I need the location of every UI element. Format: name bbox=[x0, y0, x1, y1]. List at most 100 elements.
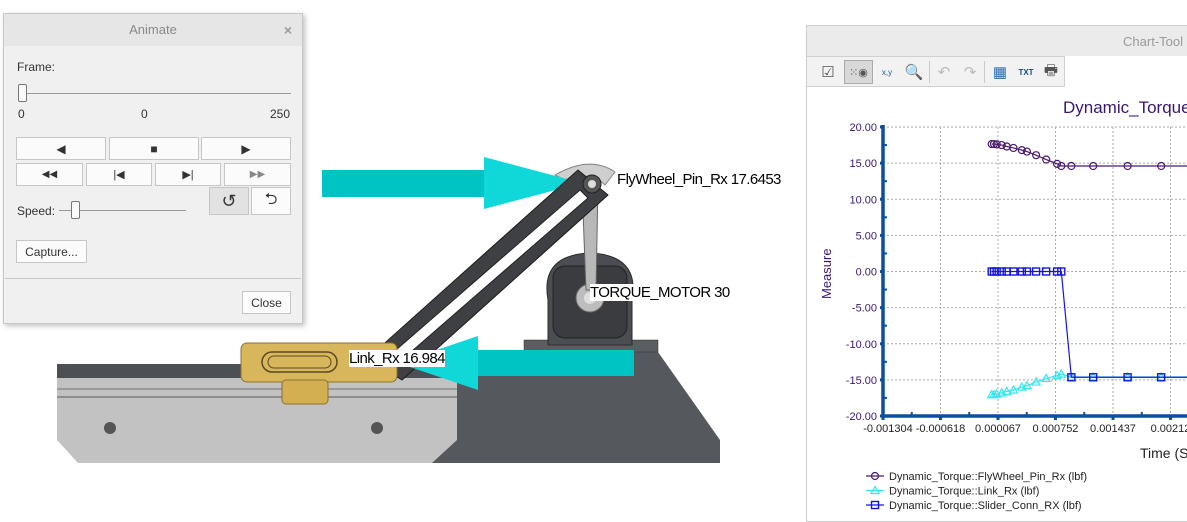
torque-motor-label: TORQUE_MOTOR 30 bbox=[590, 284, 730, 301]
y-tick-label: 15.00 bbox=[849, 158, 877, 170]
frame-slider-thumb[interactable] bbox=[18, 84, 27, 102]
data-point bbox=[1017, 146, 1026, 155]
data-point bbox=[1088, 373, 1098, 382]
legend-marker bbox=[869, 485, 881, 495]
close-button[interactable]: Close bbox=[242, 291, 291, 314]
rewind-button[interactable]: ◀◀ bbox=[16, 163, 83, 186]
redo-icon[interactable]: ↷ bbox=[963, 64, 977, 81]
flywheel-force-label: FlyWheel_Pin_Rx 17.6453 bbox=[617, 171, 781, 188]
chart-tool-window: Chart-Tool ☑ ⁙◉ x,y 🔍 ↶ ↷ ▦ TXT 🖶 bbox=[806, 25, 1187, 522]
data-point bbox=[1009, 143, 1018, 153]
data-point bbox=[1041, 373, 1052, 383]
legend-entry: Dynamic_Torque::Slider_Conn_RX (lbf) bbox=[889, 500, 1082, 512]
x-tick-label: -0.000618 bbox=[916, 423, 966, 435]
x-tick-label: 0.001437 bbox=[1090, 423, 1136, 435]
y-tick-label: -10.00 bbox=[846, 339, 877, 351]
speed-slider-track[interactable] bbox=[59, 210, 186, 211]
base-frame bbox=[57, 352, 720, 463]
fast-forward-button[interactable]: ▶▶ bbox=[224, 163, 291, 186]
data-point bbox=[1008, 384, 1019, 394]
legend-entry: Dynamic_Torque::FlyWheel_Pin_Rx (lbf) bbox=[889, 471, 1087, 483]
y-axis-label: Measure bbox=[819, 248, 834, 299]
data-point bbox=[1067, 161, 1076, 171]
data-point bbox=[1157, 161, 1166, 171]
data-point bbox=[989, 139, 999, 149]
connecting-link bbox=[367, 169, 609, 381]
x-tick-label: 0.000067 bbox=[975, 423, 1021, 435]
speed-slider-thumb[interactable] bbox=[71, 201, 80, 219]
y-tick-label: 20.00 bbox=[849, 122, 877, 134]
cyan-force-arrow-top bbox=[322, 157, 582, 209]
frame-max: 250 bbox=[270, 107, 291, 121]
x-tick-label: -0.001304 bbox=[863, 423, 913, 435]
undo-icon[interactable]: ↶ bbox=[937, 64, 951, 81]
legend-marker bbox=[870, 471, 880, 481]
toolbar-separator bbox=[984, 61, 985, 83]
close-icon[interactable]: × bbox=[283, 22, 292, 38]
chart-plot[interactable]: 20.0015.0010.005.000.00-5.00-10.00-15.00… bbox=[806, 85, 1187, 522]
data-point bbox=[988, 389, 1000, 399]
data-point bbox=[1041, 267, 1051, 276]
data-point bbox=[1022, 267, 1032, 276]
series-square bbox=[987, 267, 1187, 382]
table-icon[interactable]: ▦ bbox=[992, 64, 1008, 81]
play-forward-button[interactable]: ▶ bbox=[201, 137, 291, 160]
legend-marker bbox=[870, 500, 880, 510]
dialog-title: Animate bbox=[4, 14, 302, 46]
data-point bbox=[1001, 386, 1012, 396]
xy-readout-icon[interactable]: x,y bbox=[881, 67, 893, 77]
export-txt-icon[interactable]: TXT bbox=[1018, 67, 1034, 77]
chart-toolbar: ☑ ⁙◉ x,y 🔍 ↶ ↷ ▦ TXT 🖶 bbox=[807, 56, 1065, 87]
toolbar-separator bbox=[929, 61, 930, 83]
zoom-icon[interactable]: 🔍 bbox=[904, 64, 924, 81]
y-tick-label: 5.00 bbox=[856, 230, 877, 242]
x-tick-label: 0.00212 bbox=[1151, 423, 1187, 435]
grid bbox=[883, 126, 1187, 416]
loop-button[interactable]: ↺ bbox=[209, 187, 249, 215]
data-point bbox=[1057, 161, 1066, 171]
data-point bbox=[1123, 373, 1132, 382]
print-icon[interactable]: 🖶 bbox=[1043, 61, 1059, 79]
data-point bbox=[1156, 371, 1167, 381]
data-point bbox=[987, 139, 996, 149]
legend-entry: Dynamic_Torque::Link_Rx (lbf) bbox=[889, 486, 1039, 498]
data-point bbox=[1066, 371, 1077, 381]
frame-min: 0 bbox=[18, 107, 25, 121]
data-point bbox=[1123, 161, 1132, 171]
data-point bbox=[1031, 267, 1041, 276]
data-point bbox=[992, 267, 1001, 276]
data-point bbox=[1088, 371, 1099, 381]
grid-toggle-icon[interactable]: ⁙◉ bbox=[844, 60, 873, 84]
data-point bbox=[1067, 373, 1076, 382]
animate-dialog: Animate × Frame: 0 0 250 ◀ ■ ▶ ◀◀ |◀ ▶| … bbox=[3, 13, 303, 324]
data-point bbox=[1009, 267, 1018, 276]
data-point bbox=[1089, 161, 1098, 171]
frame-label: Frame: bbox=[17, 60, 56, 74]
data-point bbox=[997, 267, 1006, 276]
data-point bbox=[1021, 380, 1032, 390]
capture-button[interactable]: Capture... bbox=[16, 240, 87, 263]
play-backward-button[interactable]: ◀ bbox=[16, 137, 106, 160]
y-tick-label: -5.00 bbox=[852, 303, 877, 315]
link-force-label: Link_Rx 16.984 bbox=[349, 350, 445, 367]
data-point bbox=[1156, 373, 1166, 382]
series-line bbox=[991, 270, 1187, 378]
data-point bbox=[1032, 151, 1041, 160]
y-tick-label: -15.00 bbox=[846, 375, 877, 387]
divider bbox=[5, 278, 301, 279]
format-icon[interactable]: ☑ bbox=[821, 64, 835, 81]
data-point bbox=[1022, 147, 1031, 156]
window-title: Chart-Tool bbox=[807, 26, 1187, 56]
series-circle bbox=[987, 139, 1187, 171]
data-point bbox=[1056, 368, 1067, 378]
stop-button[interactable]: ■ bbox=[109, 137, 199, 160]
frame-current: 0 bbox=[141, 107, 148, 121]
frame-slider-track[interactable] bbox=[21, 93, 291, 94]
speed-label: Speed: bbox=[17, 204, 56, 218]
step-forward-button[interactable]: ▶| bbox=[155, 163, 221, 186]
data-point bbox=[1052, 159, 1062, 168]
reverse-loop-button[interactable]: ⮌ bbox=[251, 187, 291, 215]
axes: 20.0015.0010.005.000.00-5.00-10.00-15.00… bbox=[846, 122, 1187, 435]
data-point bbox=[997, 140, 1006, 150]
step-backward-button[interactable]: |◀ bbox=[86, 163, 152, 186]
